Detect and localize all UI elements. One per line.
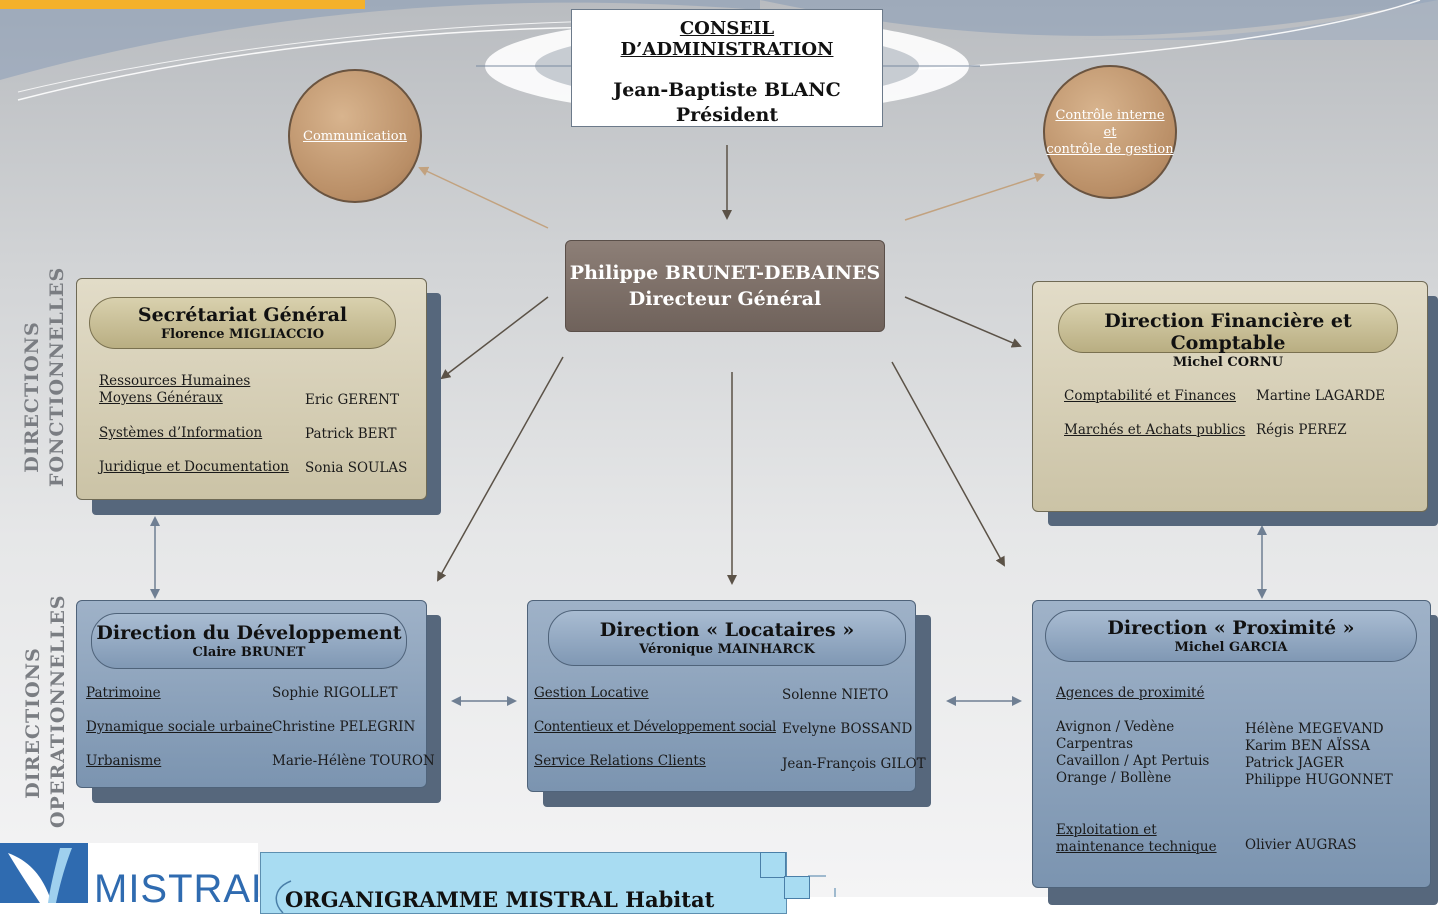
orange-accent-bar bbox=[0, 0, 365, 9]
locataires-head: Véronique MAINHARCK bbox=[639, 642, 815, 657]
financiere-panel: Direction Financière et Comptable Michel… bbox=[1032, 281, 1428, 512]
locataires-service-3[interactable]: Service Relations Clients bbox=[534, 753, 706, 769]
locataires-title: Direction « Locataires » bbox=[599, 619, 855, 641]
developpement-panel: Direction du Développement Claire BRUNET… bbox=[76, 600, 435, 788]
financiere-person-2: Régis PEREZ bbox=[1256, 422, 1347, 438]
financiere-service-1[interactable]: Comptabilité et Finances bbox=[1064, 388, 1236, 404]
proximite-agence-person-4: Philippe HUGONNET bbox=[1245, 772, 1393, 788]
proximite-agence-place-2: Carpentras bbox=[1056, 736, 1134, 752]
secretariat-person-3: Sonia SOULAS bbox=[305, 460, 408, 476]
secretariat-person-2: Patrick BERT bbox=[305, 426, 397, 442]
arrow-dg-to-developpement bbox=[437, 356, 564, 582]
developpement-head: Claire BRUNET bbox=[192, 645, 306, 660]
locataires-panel: Direction « Locataires » Véronique MAINH… bbox=[527, 600, 926, 792]
controle-circle[interactable]: Contrôle interne et contrôle de gestion bbox=[1043, 65, 1177, 199]
dg-name: Philippe BRUNET-DEBAINES bbox=[569, 262, 881, 284]
secretariat-title: Secrétariat Général bbox=[137, 304, 348, 326]
mistral-logo-mark bbox=[0, 843, 88, 903]
proximite-panel: Direction « Proximité » Michel GARCIA Ag… bbox=[1032, 600, 1431, 888]
developpement-title: Direction du Développement bbox=[96, 622, 402, 644]
decorative-square-1 bbox=[760, 852, 786, 878]
arrow-dg-to-controle bbox=[904, 172, 1045, 221]
proximite-header: Direction « Proximité » Michel GARCIA bbox=[1045, 610, 1417, 662]
proximite-agences-label[interactable]: Agences de proximité bbox=[1056, 685, 1205, 701]
arrow-dg-to-communication bbox=[418, 166, 549, 229]
developpement-person-3: Marie-Hélène TOURON bbox=[272, 753, 435, 769]
proximite-agence-place-1: Avignon / Vedène bbox=[1056, 719, 1175, 735]
secretariat-head: Florence MIGLIACCIO bbox=[160, 327, 325, 342]
secretariat-service-juridique[interactable]: Juridique et Documentation bbox=[99, 459, 289, 475]
proximite-agence-place-3: Cavaillon / Apt Pertuis bbox=[1056, 753, 1210, 769]
proximite-agence-person-2: Karim BEN AÏSSA bbox=[1245, 738, 1370, 754]
proximite-agence-person-1: Hélène MEGEVAND bbox=[1245, 721, 1384, 737]
secretariat-service-mg[interactable]: Moyens Généraux bbox=[99, 390, 223, 406]
board-president-name: Jean-Baptiste BLANC bbox=[613, 79, 841, 101]
conseil-administration-box: CONSEIL D’ADMINISTRATION Jean-Baptiste B… bbox=[571, 9, 883, 127]
financiere-header: Direction Financière et Comptable Michel… bbox=[1058, 303, 1398, 370]
board-title: CONSEIL D’ADMINISTRATION bbox=[620, 18, 834, 60]
locataires-person-3: Jean-François GILOT bbox=[782, 756, 926, 772]
secretariat-service-rh[interactable]: Ressources Humaines bbox=[99, 373, 251, 389]
proximite-head: Michel GARCIA bbox=[1174, 640, 1288, 655]
locataires-header: Direction « Locataires » Véronique MAINH… bbox=[548, 610, 906, 666]
financiere-title: Direction Financière et Comptable bbox=[1104, 310, 1352, 354]
mistral-swoosh-icon bbox=[8, 848, 72, 903]
controle-line1[interactable]: Contrôle interne bbox=[1055, 107, 1165, 123]
developpement-service-1[interactable]: Patrimoine bbox=[86, 685, 161, 701]
developpement-person-2: Christine PELEGRIN bbox=[272, 719, 416, 735]
proximite-title: Direction « Proximité » bbox=[1107, 617, 1355, 639]
proximite-exploitation-line1[interactable]: Exploitation et bbox=[1056, 822, 1157, 838]
secretariat-service-si[interactable]: Systèmes d’Information bbox=[99, 425, 263, 441]
arrow-dg-to-secretariat bbox=[440, 296, 549, 380]
secretariat-header: Secrétariat Général Florence MIGLIACCIO bbox=[89, 297, 396, 349]
locataires-service-1[interactable]: Gestion Locative bbox=[534, 685, 649, 701]
financiere-head: Michel CORNU bbox=[1172, 355, 1284, 370]
developpement-service-3[interactable]: Urbanisme bbox=[86, 753, 162, 769]
arrow-dg-to-financiere bbox=[904, 296, 1022, 348]
secretariat-person-1: Eric GERENT bbox=[305, 392, 399, 408]
locataires-person-1: Solenne NIETO bbox=[782, 687, 889, 703]
financiere-person-1: Martine LAGARDE bbox=[1256, 388, 1386, 404]
dg-role: Directeur Général bbox=[628, 288, 822, 310]
directeur-general-box: Philippe BRUNET-DEBAINES Directeur Génér… bbox=[565, 240, 885, 332]
financiere-service-2[interactable]: Marchés et Achats publics bbox=[1064, 422, 1246, 438]
proximite-exploitation-line2[interactable]: maintenance technique bbox=[1056, 839, 1217, 855]
developpement-header: Direction du Développement Claire BRUNET bbox=[91, 613, 407, 669]
developpement-service-2[interactable]: Dynamique sociale urbaine bbox=[86, 719, 273, 735]
board-president-role: Président bbox=[675, 104, 779, 126]
locataires-service-2[interactable]: Contentieux et Développement social bbox=[534, 719, 776, 735]
proximite-agence-person-3: Patrick JAGER bbox=[1245, 755, 1344, 771]
controle-line2[interactable]: et bbox=[1103, 124, 1117, 140]
controle-line3[interactable]: contrôle de gestion bbox=[1046, 141, 1174, 157]
secretariat-panel: Secrétariat Général Florence MIGLIACCIO … bbox=[76, 278, 427, 500]
communication-circle[interactable]: Communication bbox=[288, 69, 422, 203]
arrow-dg-to-proximite bbox=[891, 361, 1005, 567]
locataires-person-2: Evelyne BOSSAND bbox=[782, 721, 913, 737]
proximite-exploitation-person: Olivier AUGRAS bbox=[1245, 837, 1357, 853]
developpement-person-1: Sophie RIGOLLET bbox=[272, 685, 398, 701]
proximite-agence-place-4: Orange / Bollène bbox=[1056, 770, 1172, 786]
communication-link[interactable]: Communication bbox=[303, 128, 407, 144]
